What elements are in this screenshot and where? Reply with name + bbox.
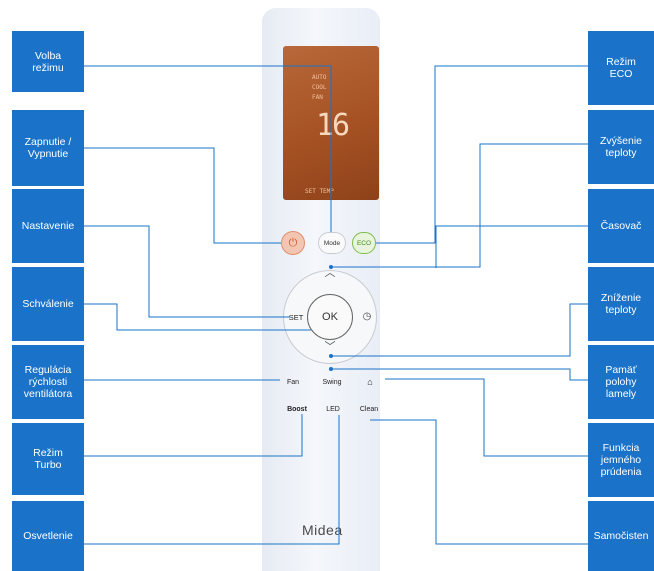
temp-down-icon[interactable]: ﹀ xyxy=(324,341,336,353)
label-rezim-turbo: Režim Turbo xyxy=(12,423,84,495)
line-samocistenie xyxy=(370,419,588,545)
ok-button[interactable]: OK xyxy=(307,294,353,340)
line-nastavenie xyxy=(84,225,290,318)
label-pamat-polohy: Pamäť polohy lamely xyxy=(588,345,654,419)
label-zapnutie-vypnutie: Zapnutie / Vypnutie xyxy=(12,110,84,186)
power-icon: ⏻ xyxy=(288,236,298,249)
lcd-temperature: 16 xyxy=(316,108,350,143)
label-znizenie-teploty: Zníženie teploty xyxy=(588,267,654,341)
mode-button[interactable]: Mode xyxy=(318,232,346,254)
boost-button[interactable]: Boost xyxy=(287,405,307,413)
label-rezim-eco: Režim ECO xyxy=(588,31,654,105)
led-button[interactable]: LED xyxy=(326,405,340,413)
lcd-text-4: SET TEMP xyxy=(305,188,334,195)
brand-logo: Midea xyxy=(302,522,343,538)
line-zapnutie xyxy=(84,147,281,244)
temp-up-icon[interactable]: ︿ xyxy=(324,267,336,279)
line-turbo xyxy=(84,414,303,457)
line-funkcia xyxy=(385,378,588,457)
line-osvetlenie xyxy=(84,415,340,545)
lcd-text-1: AUTO xyxy=(312,74,327,81)
dot-swing xyxy=(329,367,333,371)
label-osvetlenie: Osvetlenie xyxy=(12,501,84,571)
dot-up xyxy=(329,265,333,269)
eco-button[interactable]: ECO xyxy=(352,232,376,254)
timer-clock-icon[interactable]: ◷ xyxy=(362,310,372,322)
label-funkcia-jemneho: Funkcia jemného prúdenia xyxy=(588,423,654,497)
label-volba-rezimu: Volba režimu xyxy=(12,31,84,92)
line-eco xyxy=(376,65,588,244)
line-zvysenie xyxy=(331,143,588,268)
set-button[interactable]: SET xyxy=(288,312,304,322)
gentle-flow-icon[interactable]: ⌂ xyxy=(367,377,373,387)
line-schvalenie xyxy=(84,303,311,331)
line-znizenie xyxy=(331,303,588,357)
label-schvalenie: Schválenie xyxy=(12,267,84,341)
lcd-text-3: FAN xyxy=(312,94,323,101)
line-pamat xyxy=(331,368,588,381)
fan-button[interactable]: Fan xyxy=(286,378,300,386)
label-casovac: Časovač xyxy=(588,189,654,263)
clean-button[interactable]: Clean xyxy=(359,405,379,413)
line-casovac xyxy=(435,225,588,268)
label-regulacia-rychlosti: Regulácia rýchlosti ventilátora xyxy=(12,345,84,419)
swing-button[interactable]: Swing xyxy=(322,378,342,386)
label-nastavenie: Nastavenie xyxy=(12,189,84,263)
lcd-text-2: COOL xyxy=(312,84,327,91)
label-zvysenie-teploty: Zvýšenie teploty xyxy=(588,110,654,184)
label-samocistenie: Samočisten xyxy=(588,501,654,571)
dot-down xyxy=(329,354,333,358)
power-button[interactable]: ⏻ xyxy=(281,231,305,255)
line-volba-rezimu xyxy=(84,65,332,232)
